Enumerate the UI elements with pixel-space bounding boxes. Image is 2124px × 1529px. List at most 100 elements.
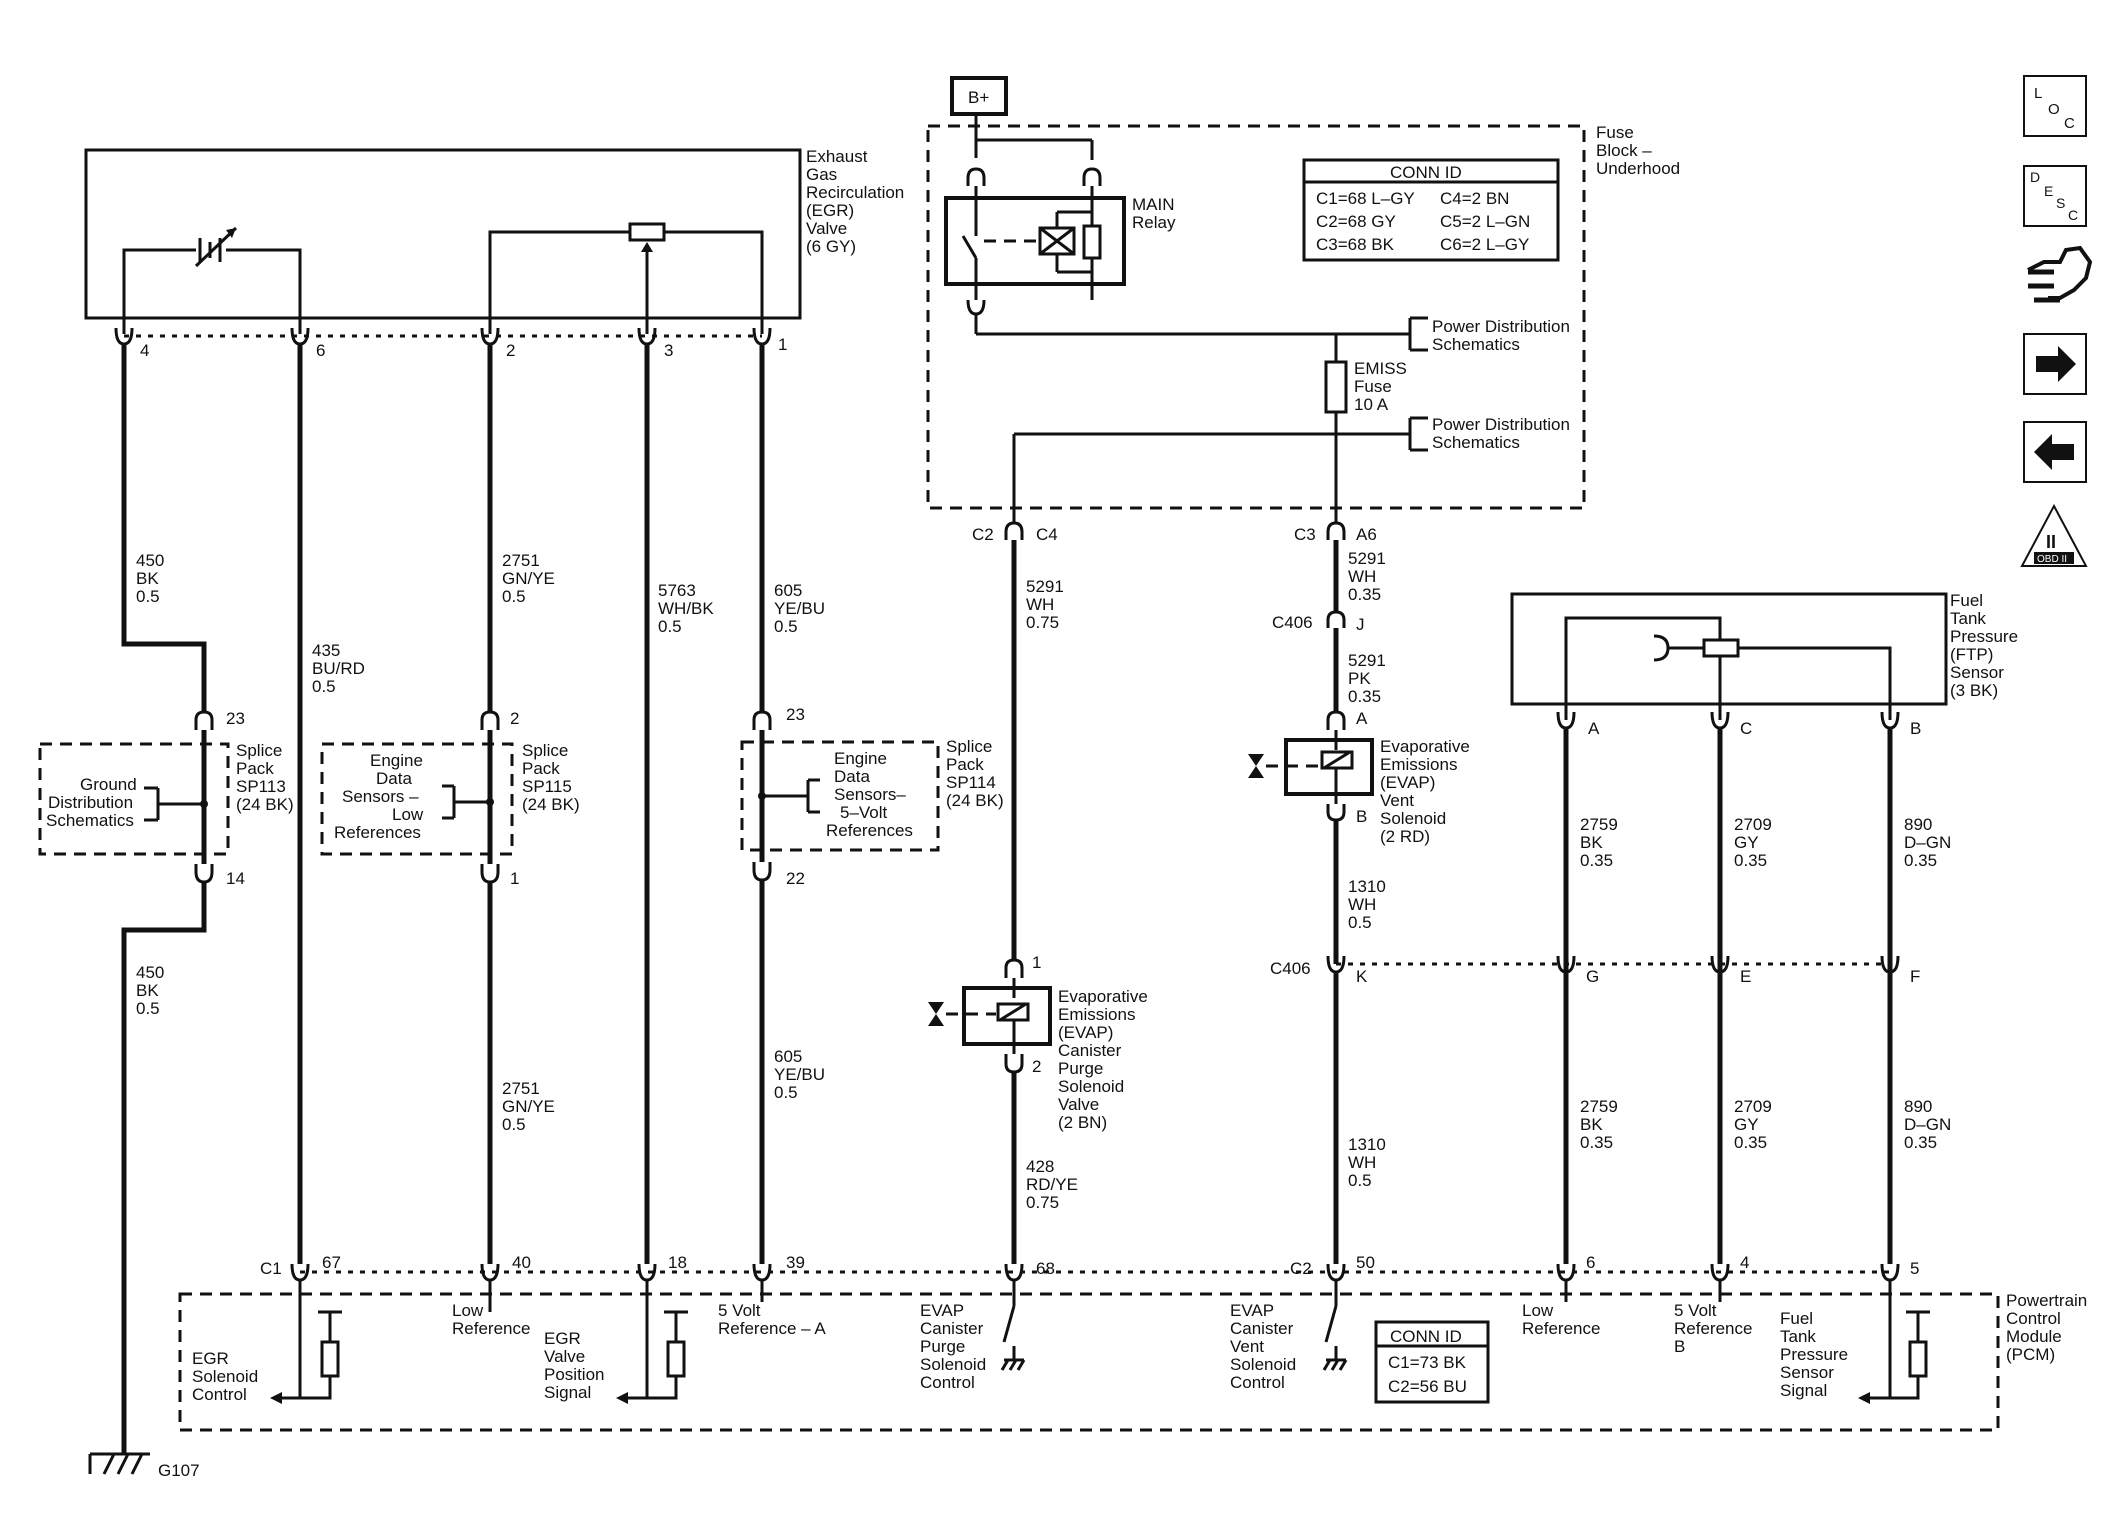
conn-c406-mid: C406 xyxy=(1270,959,1311,978)
svg-text:Canister: Canister xyxy=(1230,1319,1294,1338)
wire-5291-purge: 5291 WH 0.75 xyxy=(1026,577,1064,632)
svg-text:2759: 2759 xyxy=(1580,1097,1618,1116)
evap-vent-label: Evaporative Emissions (EVAP) Vent Soleno… xyxy=(1380,737,1470,846)
svg-text:Block –: Block – xyxy=(1596,141,1652,160)
pcm-egr-position-label: EGR Valve Position Signal xyxy=(544,1329,604,1402)
svg-text:Reference: Reference xyxy=(1674,1319,1752,1338)
svg-text:Emissions: Emissions xyxy=(1380,755,1457,774)
wire-890-upper: 890 D–GN 0.35 xyxy=(1904,815,1951,870)
svg-text:0.35: 0.35 xyxy=(1904,1133,1937,1152)
power-dist-ref-2[interactable]: Power Distribution Schematics xyxy=(1432,415,1570,452)
svg-text:OBD II: OBD II xyxy=(2037,554,2067,565)
svg-text:890: 890 xyxy=(1904,1097,1932,1116)
wire-2751-upper: 2751 GN/YE 0.5 xyxy=(502,551,555,606)
next-page-arrow-icon[interactable] xyxy=(2023,333,2087,395)
svg-text:Ground: Ground xyxy=(80,775,137,794)
conn-k: K xyxy=(1356,967,1368,986)
svg-text:2: 2 xyxy=(506,341,515,360)
svg-text:Valve: Valve xyxy=(806,219,847,238)
svg-text:Fuel: Fuel xyxy=(1950,591,1983,610)
svg-text:EGR: EGR xyxy=(192,1349,229,1368)
pcm-conn-c2: C2 xyxy=(1290,1259,1312,1278)
svg-text:O: O xyxy=(2048,101,2060,118)
svg-text:0.75: 0.75 xyxy=(1026,1193,1059,1212)
svg-text:0.35: 0.35 xyxy=(1904,851,1937,870)
svg-text:BU/RD: BU/RD xyxy=(312,659,365,678)
svg-text:Low: Low xyxy=(392,805,424,824)
obd-ii-icon[interactable]: II OBD II xyxy=(2020,503,2088,567)
svg-text:Power Distribution: Power Distribution xyxy=(1432,415,1570,434)
sp115-desc[interactable]: Engine Data Sensors – Low References xyxy=(334,751,424,842)
sp115-label: Splice Pack SP115 (24 BK) xyxy=(522,741,580,814)
connector-wrench-icon[interactable] xyxy=(2027,245,2093,303)
conn-e: E xyxy=(1740,967,1751,986)
svg-text:BK: BK xyxy=(1580,1115,1603,1134)
svg-text:Reference: Reference xyxy=(452,1319,530,1338)
pcm-ftp-signal-label: Fuel Tank Pressure Sensor Signal xyxy=(1780,1309,1848,1400)
svg-text:Low: Low xyxy=(1522,1301,1554,1320)
svg-text:Tank: Tank xyxy=(1780,1327,1816,1346)
svg-text:Splice: Splice xyxy=(236,741,282,760)
svg-text:Sensor: Sensor xyxy=(1780,1363,1834,1382)
svg-text:Signal: Signal xyxy=(544,1383,591,1402)
pcm-outline xyxy=(178,1292,2000,1432)
sp113-label: Splice Pack SP113 (24 BK) xyxy=(236,741,294,814)
svg-text:Sensor: Sensor xyxy=(1950,663,2004,682)
svg-text:Power Distribution: Power Distribution xyxy=(1432,317,1570,336)
pcm-vent-control-label: EVAP Canister Vent Solenoid Control xyxy=(1230,1301,1296,1392)
svg-text:BK: BK xyxy=(136,981,159,1000)
wire-890-lower: 890 D–GN 0.35 xyxy=(1904,1097,1951,1152)
svg-text:5291: 5291 xyxy=(1348,549,1386,568)
prev-page-arrow-icon[interactable] xyxy=(2023,421,2087,483)
svg-text:1: 1 xyxy=(1032,953,1041,972)
svg-text:0.5: 0.5 xyxy=(136,999,160,1018)
pcm-conn-c1: C1 xyxy=(260,1259,282,1278)
svg-text:MAIN: MAIN xyxy=(1132,195,1175,214)
loc-icon[interactable]: L O C xyxy=(2023,75,2087,137)
sp114-label: Splice Pack SP114 (24 BK) xyxy=(946,737,1004,810)
power-dist-ref-1[interactable]: Power Distribution Schematics xyxy=(1432,317,1570,354)
svg-text:D–GN: D–GN xyxy=(1904,833,1951,852)
svg-text:2759: 2759 xyxy=(1580,815,1618,834)
emiss-fuse-label: EMISS Fuse 10 A xyxy=(1354,359,1407,414)
ground-g107: G107 xyxy=(158,1461,200,1480)
egr-valve xyxy=(84,148,802,320)
svg-text:Purge: Purge xyxy=(1058,1059,1103,1078)
ftp-sensor-label: Fuel Tank Pressure (FTP) Sensor (3 BK) xyxy=(1950,591,2018,700)
svg-text:(24 BK): (24 BK) xyxy=(236,795,294,814)
splice-pack-sp114 xyxy=(740,740,940,852)
svg-text:605: 605 xyxy=(774,581,802,600)
desc-icon[interactable]: D E S C xyxy=(2023,165,2087,227)
svg-text:Solenoid: Solenoid xyxy=(192,1367,258,1386)
svg-text:Sensors –: Sensors – xyxy=(342,787,419,806)
svg-text:Module: Module xyxy=(2006,1327,2062,1346)
svg-text:Vent: Vent xyxy=(1230,1337,1264,1356)
svg-text:WH: WH xyxy=(1348,567,1376,586)
svg-text:Evaporative: Evaporative xyxy=(1380,737,1470,756)
svg-text:450: 450 xyxy=(136,963,164,982)
svg-text:Control: Control xyxy=(2006,1309,2061,1328)
svg-text:C2=56 BU: C2=56 BU xyxy=(1388,1377,1467,1396)
pcm-5v-ref-a-label: 5 Volt Reference – A xyxy=(718,1301,826,1338)
svg-text:5291: 5291 xyxy=(1348,651,1386,670)
conn-f: F xyxy=(1910,967,1920,986)
svg-text:3: 3 xyxy=(664,341,673,360)
svg-text:5 Volt: 5 Volt xyxy=(1674,1301,1717,1320)
sp113-desc[interactable]: Ground Distribution Schematics xyxy=(46,775,137,830)
svg-text:0.35: 0.35 xyxy=(1580,1133,1613,1152)
pcm-purge-control-label: EVAP Canister Purge Solenoid Control xyxy=(920,1301,986,1392)
svg-text:67: 67 xyxy=(322,1253,341,1272)
sp114-desc[interactable]: Engine Data Sensors– 5–Volt References xyxy=(826,749,913,840)
wire-1310-upper: 1310 WH 0.5 xyxy=(1348,877,1386,932)
svg-text:0.5: 0.5 xyxy=(502,587,526,606)
pcm-pins: 67 40 18 39 68 50 6 4 5 xyxy=(322,1253,1919,1278)
svg-text:14: 14 xyxy=(226,869,245,888)
svg-text:GN/YE: GN/YE xyxy=(502,1097,555,1116)
svg-text:C: C xyxy=(2068,207,2078,223)
svg-text:Sensors–: Sensors– xyxy=(834,785,906,804)
svg-text:5 Volt: 5 Volt xyxy=(718,1301,761,1320)
svg-text:Emissions: Emissions xyxy=(1058,1005,1135,1024)
svg-text:2709: 2709 xyxy=(1734,1097,1772,1116)
svg-text:428: 428 xyxy=(1026,1157,1054,1176)
